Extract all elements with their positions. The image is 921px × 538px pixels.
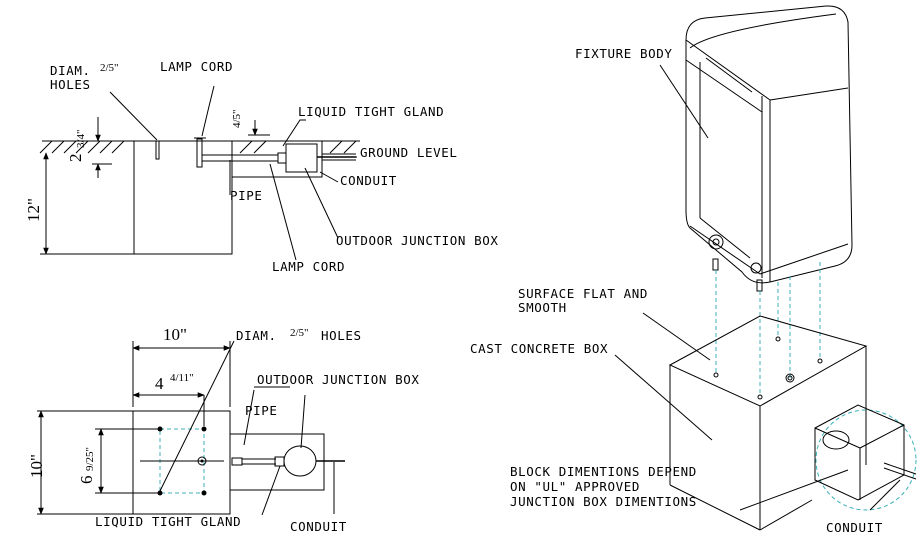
dim-inner-frac: 4/11": [170, 372, 194, 384]
label-ground-level: GROUND LEVEL: [360, 145, 458, 160]
plan-jbox-block: [229, 433, 325, 491]
dim-height-10: 10": [27, 454, 46, 478]
dim-inner-whole: 4: [155, 374, 164, 393]
plan-label-diam-frac: 2/5": [290, 327, 309, 339]
label-pipe: PIPE: [230, 188, 263, 203]
label-outdoor-junction-box: OUTDOOR JUNCTION BOX: [336, 233, 499, 248]
mounting-hole: [155, 140, 160, 160]
liquid-tight-gland-section: [277, 152, 287, 164]
leader-lamp-cord-top: [201, 85, 215, 137]
iso-leader-conduit: [869, 479, 901, 511]
label-holes: HOLES: [50, 77, 91, 92]
label-surface-2: SMOOTH: [518, 300, 567, 315]
iso-leader-surface: [642, 312, 711, 361]
plan-label-holes: HOLES: [321, 328, 362, 343]
plan-leader-holes: [159, 340, 235, 492]
junction-box-iso: [814, 404, 917, 511]
plan-gland: [274, 456, 285, 467]
plan-leader-pipe: [243, 389, 255, 446]
label-surface-1: SURFACE FLAT AND: [518, 286, 648, 301]
label-block-1: BLOCK DIMENTIONS DEPEND: [510, 464, 697, 479]
leader-conduit: [319, 171, 339, 183]
leader-holes: [109, 91, 158, 141]
iso-leader-block: [739, 469, 849, 511]
dim-gland-frac: 4/5": [231, 109, 243, 128]
lamp-cord-riser: [196, 138, 203, 168]
leader-gland: [282, 119, 306, 147]
plan-block: [132, 410, 231, 515]
dim-depth-whole: 2: [66, 154, 85, 163]
iso-leader-concrete: [614, 354, 713, 441]
label-diam-frac: 2/5": [100, 62, 119, 74]
label-conduit: CONDUIT: [340, 173, 397, 188]
plan-leader-gland: [261, 465, 281, 516]
label-diam: DIAM.: [50, 63, 91, 78]
plan-junction-box: [283, 445, 317, 477]
label-lamp-cord-top: LAMP CORD: [160, 59, 233, 74]
label-cast-concrete-box: CAST CONCRETE BOX: [470, 341, 608, 356]
label-iso-conduit: CONDUIT: [826, 520, 883, 535]
plan-label-diam: DIAM.: [236, 328, 277, 343]
label-block-3: JUNCTION BOX DIMENTIONS: [510, 494, 697, 509]
junction-box-block: [231, 140, 323, 178]
label-liquid-tight-gland: LIQUID TIGHT GLAND: [298, 104, 444, 119]
plan-label-pipe: PIPE: [245, 403, 278, 418]
leader-junction-box: [304, 167, 339, 239]
plan-label-liquid-tight-gland: LIQUID TIGHT GLAND: [95, 514, 241, 529]
iso-view: FIXTURE BODY SURFACE FLAT AND SMOOTH CAS…: [470, 5, 917, 535]
dim-inner-h-frac: 9/25": [84, 447, 96, 471]
fixture-body: [685, 5, 853, 292]
label-lamp-cord-bottom: LAMP CORD: [272, 259, 345, 274]
ground-hatch-right: [232, 140, 360, 154]
plan-leader-junction-box: [300, 394, 306, 449]
junction-box-section: [285, 143, 318, 173]
dim-depth-frac: 3/4": [75, 129, 87, 148]
plan-label-conduit: CONDUIT: [290, 519, 347, 534]
leader-lamp-cord-bottom: [269, 163, 297, 261]
label-fixture-body: FIXTURE BODY: [575, 46, 673, 61]
plan-label-outdoor-junction-box: OUTDOOR JUNCTION BOX: [257, 372, 420, 387]
ground-hatch-left: [39, 140, 134, 154]
dim-inner-h-whole: 6: [77, 476, 96, 485]
detail-circle: [815, 409, 917, 511]
dim-width-10: 10": [163, 325, 187, 344]
section-view: DIAM. 2/5" HOLES LAMP CORD LIQUID TIGHT …: [24, 59, 499, 274]
concrete-box: [668, 315, 868, 531]
dim-height-12: 12": [24, 198, 43, 222]
concrete-block-section: [133, 140, 233, 255]
plan-view: 10" 4 4/11" 10" 6 9/25" DIAM. 2/5" HOLES…: [27, 325, 420, 534]
label-block-2: ON "UL" APPROVED: [510, 479, 640, 494]
iso-leader-fixture: [659, 64, 709, 139]
